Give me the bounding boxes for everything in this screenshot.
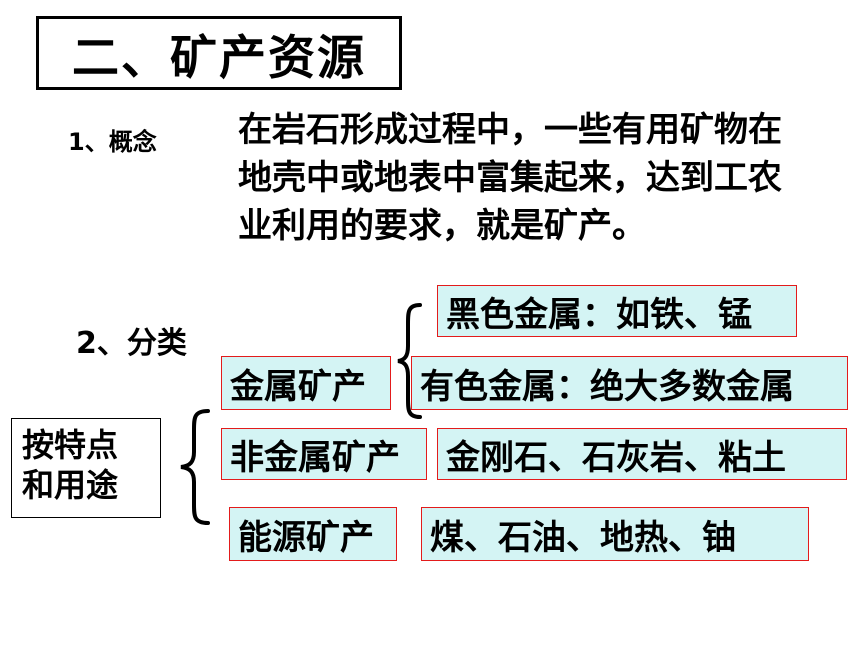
energy-mineral-box: 能源矿产 xyxy=(229,507,397,561)
concept-label: 1、概念 xyxy=(68,128,157,156)
metal-subtype-brace xyxy=(397,303,422,419)
section-title: 二、矿产资源 xyxy=(36,16,402,90)
classification-label: 2、分类 xyxy=(76,326,187,361)
definition-line-1: 在岩石形成过程中，一些有用矿物在 xyxy=(238,110,782,150)
category-brace xyxy=(180,409,210,525)
metal-mineral-box: 金属矿产 xyxy=(221,356,391,410)
nonmetal-examples-box: 金刚石、石灰岩、粘土 xyxy=(437,428,847,480)
basis-line-2: 和用途 xyxy=(22,466,119,504)
definition-line-2: 地壳中或地表中富集起来，达到工农 xyxy=(238,158,782,198)
classification-basis-box: 按特点 和用途 xyxy=(11,418,161,518)
concept-definition: 在岩石形成过程中，一些有用矿物在 地壳中或地表中富集起来，达到工农 业利用的要求… xyxy=(238,106,856,250)
nonferrous-metal-box: 有色金属：绝大多数金属 xyxy=(411,356,848,410)
definition-line-3: 业利用的要求，就是矿产。 xyxy=(238,206,646,246)
nonmetal-mineral-box: 非金属矿产 xyxy=(221,428,427,480)
ferrous-metal-box: 黑色金属：如铁、锰 xyxy=(437,285,797,337)
energy-examples-box: 煤、石油、地热、铀 xyxy=(421,507,809,561)
basis-line-1: 按特点 xyxy=(22,426,119,464)
